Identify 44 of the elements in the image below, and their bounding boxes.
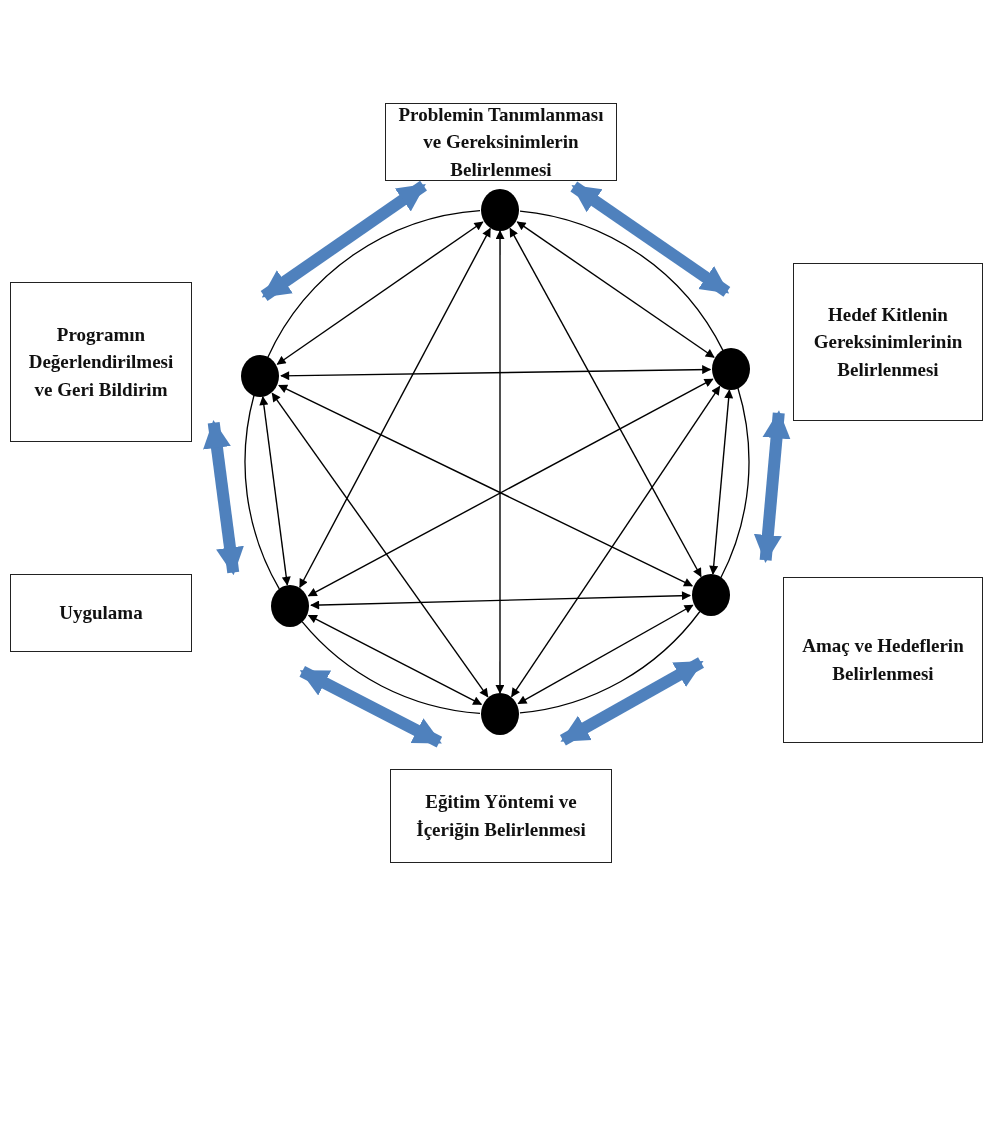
double-arrow <box>271 392 489 698</box>
node-dot <box>241 355 280 398</box>
node-dot <box>271 584 309 627</box>
circle-arc <box>266 209 481 359</box>
node-dot <box>480 692 519 735</box>
double-arrow <box>278 384 693 587</box>
circle-arc <box>519 610 701 714</box>
double-arrow <box>516 221 715 358</box>
block-double-arrow <box>299 666 443 748</box>
node-dot <box>692 573 731 616</box>
step-label: Amaç ve Hedeflerin Belirlenmesi <box>801 634 965 686</box>
double-arrow <box>310 591 691 610</box>
text-box <box>390 769 612 863</box>
text-box <box>10 574 192 652</box>
block-double-arrow <box>203 420 244 576</box>
double-arrow <box>307 378 714 597</box>
double-arrow <box>299 227 491 588</box>
double-arrow <box>276 221 484 365</box>
block-double-arrow <box>559 657 704 746</box>
double-arrow <box>517 604 694 705</box>
double-arrow <box>510 385 721 698</box>
node-dot <box>481 189 519 231</box>
double-arrow <box>280 365 712 381</box>
block-double-arrow <box>570 181 731 297</box>
block-double-arrow <box>753 410 791 563</box>
double-arrow <box>709 389 734 575</box>
step-label: Eğitim Yöntemi ve İçeriğin Belirlenmesi <box>415 790 587 842</box>
step-label: Programın Değerlendirilmesi ve Geri Bildirim <box>27 322 175 402</box>
node-dot <box>712 348 751 391</box>
text-box <box>10 282 192 442</box>
step-label: Hedef Kitlenin Gereksinimlerinin Belirlenmesi <box>812 302 964 382</box>
circle-arc <box>244 394 280 590</box>
circle-arc <box>720 387 750 579</box>
circle-arc <box>301 621 481 715</box>
circle-arc <box>519 210 724 352</box>
double-arrow <box>509 227 702 578</box>
text-box <box>793 263 983 421</box>
step-label: Uygulama <box>59 601 143 626</box>
block-double-arrow <box>260 180 427 301</box>
step-label: Problemin Tanımlanması ve Gereksinimlerin Belirlenmesi <box>397 102 605 182</box>
double-arrow <box>307 614 483 706</box>
text-box <box>783 577 983 743</box>
double-arrow <box>495 230 505 694</box>
double-arrow <box>259 396 291 586</box>
